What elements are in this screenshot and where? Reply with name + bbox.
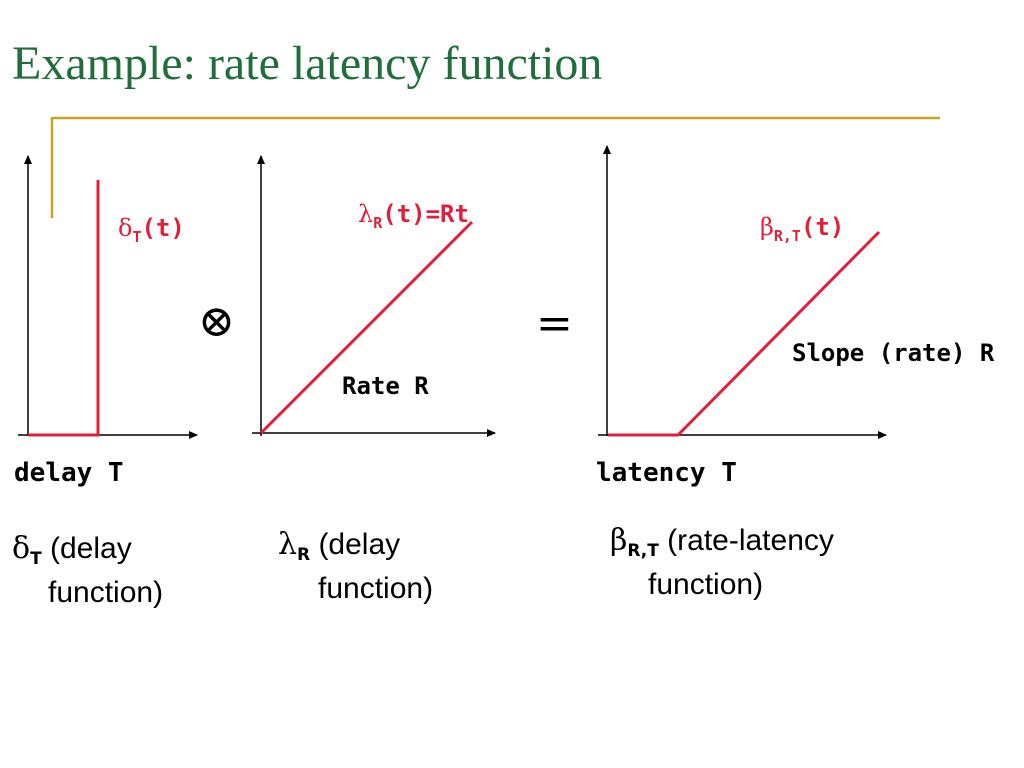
caption-rate-latency-sub: R,T	[627, 541, 659, 561]
graph-rate-latency-curve	[608, 230, 881, 437]
caption-rate-latency-line2: function)	[648, 568, 764, 601]
caption-rate-sub: R	[297, 545, 311, 565]
graph-rate-label: λR(t)=Rt	[358, 200, 469, 232]
graph-delay-label: δT(t)	[118, 214, 185, 246]
equals-operator: =	[536, 298, 573, 349]
graph-delay: δT(t) delay T	[14, 155, 198, 488]
caption-rate-latency-greek: β	[610, 523, 628, 558]
graph-rate-latency-axis-label: latency T	[596, 458, 737, 488]
page-title: Example: rate latency function	[12, 37, 603, 90]
title-rule	[50, 116, 940, 218]
caption-delay-greek: δ	[12, 531, 31, 566]
caption-delay-line1: (delay	[41, 532, 132, 565]
graph-delay-axis-label: delay T	[14, 458, 124, 488]
caption-rate-greek: λ	[278, 527, 298, 562]
caption-rate-function: λR (delay function)	[278, 528, 433, 606]
graph-rate-curve	[259, 220, 474, 435]
graph-rate-slope-label: Rate R	[342, 372, 429, 400]
caption-delay-function: δT (delay function)	[12, 532, 163, 610]
graph-rate-latency: βR,T(t) Slope (rate) R latency T	[596, 145, 995, 488]
graph-delay-curve	[28, 180, 100, 437]
caption-rate-line2: function)	[318, 572, 434, 605]
caption-rate-latency-line1: (rate-latency	[658, 524, 834, 557]
caption-delay-sub: T	[30, 549, 42, 569]
graph-rate: λR(t)=Rt Rate R	[252, 155, 496, 437]
caption-rate-latency-function: βR,T (rate-latency function)	[610, 524, 834, 602]
caption-rate-line1: (delay	[310, 528, 401, 561]
convolution-operator: ⊗	[198, 296, 235, 347]
graph-rate-latency-label: βR,T(t)	[760, 213, 844, 245]
caption-delay-line2: function)	[48, 576, 164, 609]
graph-rate-latency-slope-label: Slope (rate) R	[792, 339, 995, 367]
